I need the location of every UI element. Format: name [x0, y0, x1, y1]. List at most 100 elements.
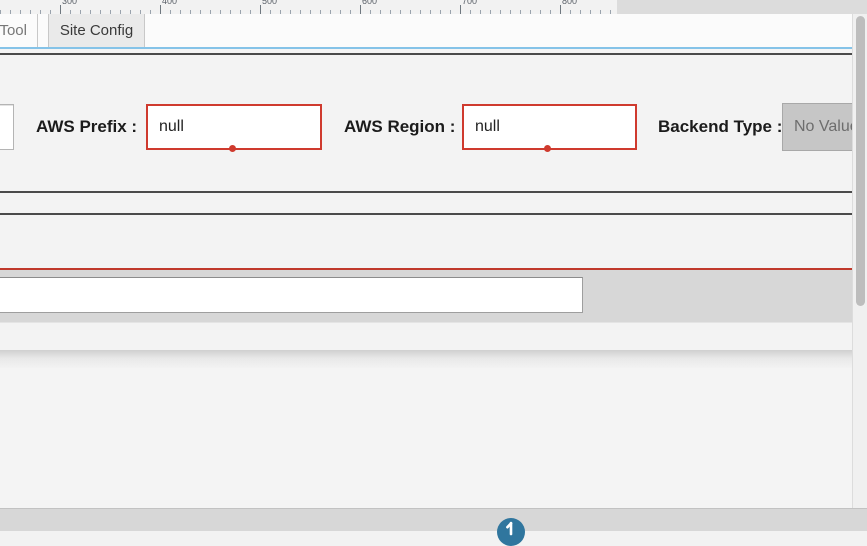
backend-type-label: Backend Type :: [658, 117, 783, 136]
ruler-label: 400: [162, 0, 178, 6]
ruler-tick-major: [260, 5, 261, 14]
separator-line-top: [0, 53, 853, 55]
backend-type-value: No Value: [794, 118, 859, 135]
ruler-tick-minor: [430, 10, 431, 14]
aws-region-value: null: [475, 118, 500, 135]
ruler-tick-minor: [440, 10, 441, 14]
ruler-tick-minor: [580, 10, 581, 14]
ruler-tick-minor: [570, 10, 571, 14]
info-icon[interactable]: [497, 518, 525, 546]
left-partial-input[interactable]: [0, 104, 14, 150]
aws-region-error-dot: [544, 145, 551, 152]
tab-deploy-tool-label: y Tool: [0, 22, 27, 39]
error-rule-line: [0, 268, 853, 270]
ruler-tick-minor: [600, 10, 601, 14]
scrollbar-corner: [853, 0, 867, 14]
ruler-tick-minor: [230, 10, 231, 14]
ruler-tick-minor: [80, 10, 81, 14]
status-bar: [0, 508, 867, 531]
ruler-tick-minor: [510, 10, 511, 14]
ruler-tick-minor: [370, 10, 371, 14]
ruler-tick-minor: [470, 10, 471, 14]
ruler-tick-minor: [490, 10, 491, 14]
ruler-tick-minor: [420, 10, 421, 14]
separator-line-middle-lower: [0, 213, 853, 215]
ruler-tick-major: [160, 5, 161, 14]
tab-site-config-label: Site Config: [59, 22, 134, 39]
ruler-tick-major: [60, 5, 61, 14]
tab-bar-filler: [145, 14, 867, 47]
aws-region-input[interactable]: null: [462, 104, 637, 150]
lower-band: [0, 322, 853, 351]
ruler-tick-major: [460, 5, 461, 14]
ruler-tick-minor: [350, 10, 351, 14]
aws-prefix-label: AWS Prefix :: [36, 117, 138, 136]
ruler-label: 300: [62, 0, 78, 6]
tab-deploy-tool[interactable]: y Tool: [0, 14, 38, 47]
ruler-inactive-region: [617, 0, 867, 14]
ruler-tick-minor: [610, 10, 611, 14]
band-middle-lower: [0, 215, 853, 268]
tab-bar: y Tool Site Config: [0, 14, 867, 49]
config-form-band: [0, 55, 853, 191]
ruler-tick-minor: [0, 10, 1, 14]
ruler-tick-minor: [240, 10, 241, 14]
tabbar-gap: [0, 49, 867, 53]
empty-content-area: [0, 368, 853, 508]
aws-region-label: AWS Region :: [344, 117, 456, 136]
ruler-tick-minor: [390, 10, 391, 14]
ruler-tick-minor: [210, 10, 211, 14]
ruler-tick-minor: [190, 10, 191, 14]
ruler-tick-minor: [320, 10, 321, 14]
ruler-tick-minor: [270, 10, 271, 14]
horizontal-ruler: 300 400 500 600 700 800: [0, 0, 867, 15]
band-middle-upper: [0, 193, 853, 213]
tab-site-config[interactable]: Site Config: [48, 14, 145, 47]
ruler-tick-minor: [250, 10, 251, 14]
ruler-tick-minor: [220, 10, 221, 14]
search-input[interactable]: [0, 277, 583, 313]
separator-line-middle-upper: [0, 191, 853, 193]
ruler-tick-minor: [310, 10, 311, 14]
ruler-tick-minor: [20, 10, 21, 14]
ruler-tick-minor: [280, 10, 281, 14]
ruler-tick-minor: [340, 10, 341, 14]
ruler-tick-minor: [550, 10, 551, 14]
ruler-tick-minor: [40, 10, 41, 14]
ruler-tick-minor: [120, 10, 121, 14]
ruler-tick-minor: [520, 10, 521, 14]
panel-shadow-divider: [0, 350, 853, 368]
aws-prefix-input[interactable]: null: [146, 104, 322, 150]
ruler-tick-minor: [10, 10, 11, 14]
ruler-tick-minor: [100, 10, 101, 14]
ruler-label: 500: [262, 0, 278, 6]
ruler-tick-minor: [170, 10, 171, 14]
ruler-label: 600: [362, 0, 378, 6]
ruler-tick-minor: [30, 10, 31, 14]
ruler-tick-minor: [410, 10, 411, 14]
ruler-tick-minor: [540, 10, 541, 14]
ruler-tick-minor: [130, 10, 131, 14]
ruler-tick-minor: [180, 10, 181, 14]
ruler-active-region: [0, 0, 617, 14]
ruler-tick-minor: [300, 10, 301, 14]
ruler-tick-minor: [480, 10, 481, 14]
ruler-tick-minor: [110, 10, 111, 14]
ruler-tick-minor: [150, 10, 151, 14]
aws-prefix-value: null: [159, 118, 184, 135]
ruler-tick-minor: [290, 10, 291, 14]
ruler-tick-major: [360, 5, 361, 14]
ruler-tick-minor: [500, 10, 501, 14]
ruler-label: 700: [462, 0, 478, 6]
ruler-tick-minor: [200, 10, 201, 14]
vertical-scrollbar-thumb[interactable]: [856, 16, 865, 306]
ruler-tick-minor: [380, 10, 381, 14]
ruler-tick-minor: [450, 10, 451, 14]
ruler-tick-minor: [330, 10, 331, 14]
vertical-scrollbar[interactable]: [852, 14, 867, 508]
ruler-label: 800: [562, 0, 578, 6]
ruler-tick-minor: [590, 10, 591, 14]
ruler-tick-minor: [400, 10, 401, 14]
ruler-tick-minor: [50, 10, 51, 14]
ruler-tick-minor: [140, 10, 141, 14]
